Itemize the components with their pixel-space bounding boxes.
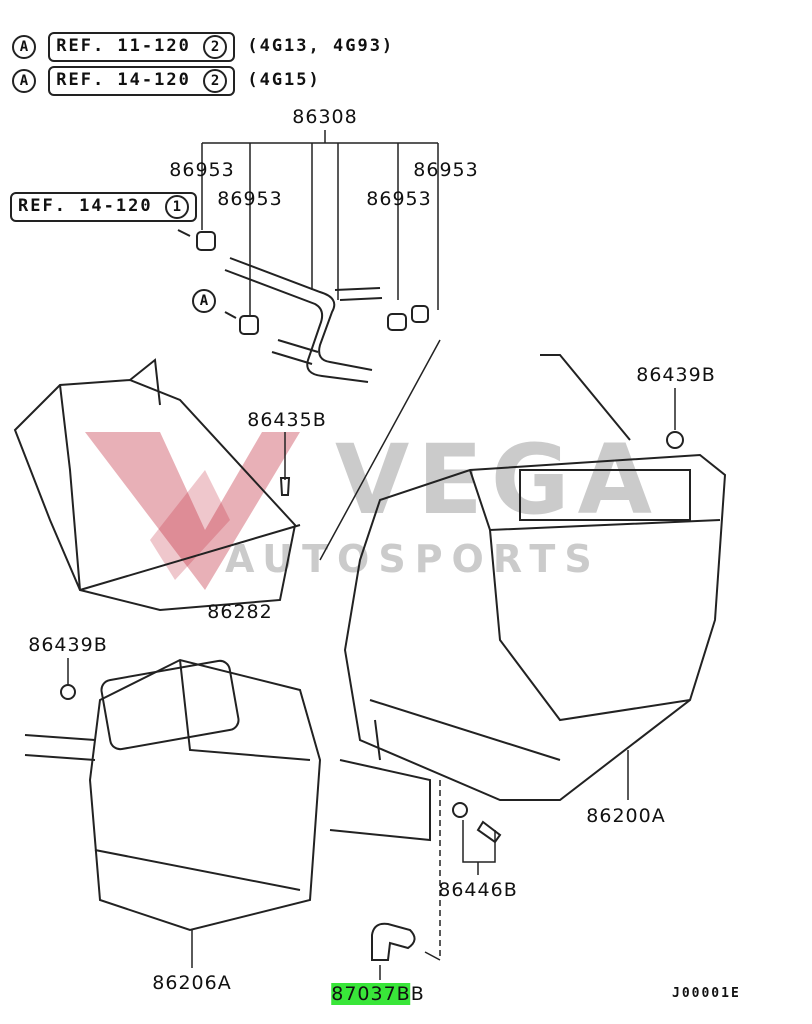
leader-lines (67, 130, 676, 980)
reference-link[interactable]: REF. 14-120 1 (10, 192, 197, 222)
label-87037b[interactable]: 87037BB (331, 983, 425, 1005)
reference-circle: 1 (164, 195, 189, 219)
label-86282[interactable]: 86282 (207, 601, 273, 623)
reference-note: (4G13, 4G93) (247, 36, 395, 56)
label-86439b[interactable]: 86439B (636, 364, 716, 386)
marker-a: A (192, 289, 216, 313)
reference-circle: 2 (203, 69, 228, 93)
label-86435b[interactable]: 86435B (247, 409, 327, 431)
diagram-code: J00001E (672, 986, 741, 1001)
highlighted-part-number: 87037B (331, 983, 411, 1005)
duct-drawing (13, 358, 301, 612)
label-86953[interactable]: 86953 (413, 159, 479, 181)
marker-a: A (12, 69, 36, 93)
reference-text: REF. 14-120 (18, 196, 153, 216)
reference-link[interactable]: REF. 11-120 2 (48, 32, 236, 62)
arrow-marker: A (192, 289, 216, 313)
label-86953[interactable]: 86953 (217, 188, 283, 210)
heater-unit-drawing (343, 354, 727, 801)
label-86953[interactable]: 86953 (366, 188, 432, 210)
label-86308[interactable]: 86308 (292, 106, 358, 128)
reference-note: (4G15) (247, 70, 321, 90)
reference-row-2: A REF. 14-120 2 (4G15) (12, 66, 321, 96)
reference-row-3: REF. 14-120 1 (10, 192, 197, 222)
reference-text: REF. 14-120 (56, 70, 191, 90)
label-86200a[interactable]: 86200A (586, 805, 666, 827)
label-86953[interactable]: 86953 (169, 159, 235, 181)
part-suffix: B (410, 983, 425, 1005)
heater-pipe-drawing (177, 229, 429, 383)
marker-a: A (12, 35, 36, 59)
reference-row-1: A REF. 11-120 2 (4G13, 4G93) (12, 32, 394, 62)
blower-unit-drawing (24, 658, 431, 932)
reference-link[interactable]: REF. 14-120 2 (48, 66, 236, 96)
label-86446b[interactable]: 86446B (438, 879, 518, 901)
reference-text: REF. 11-120 (56, 36, 191, 56)
reference-circle: 2 (203, 35, 228, 59)
label-86439b[interactable]: 86439B (28, 634, 108, 656)
small-parts-drawing (279, 477, 502, 961)
label-86206a[interactable]: 86206A (152, 972, 232, 994)
watermark-brand: VEGA (335, 424, 660, 536)
